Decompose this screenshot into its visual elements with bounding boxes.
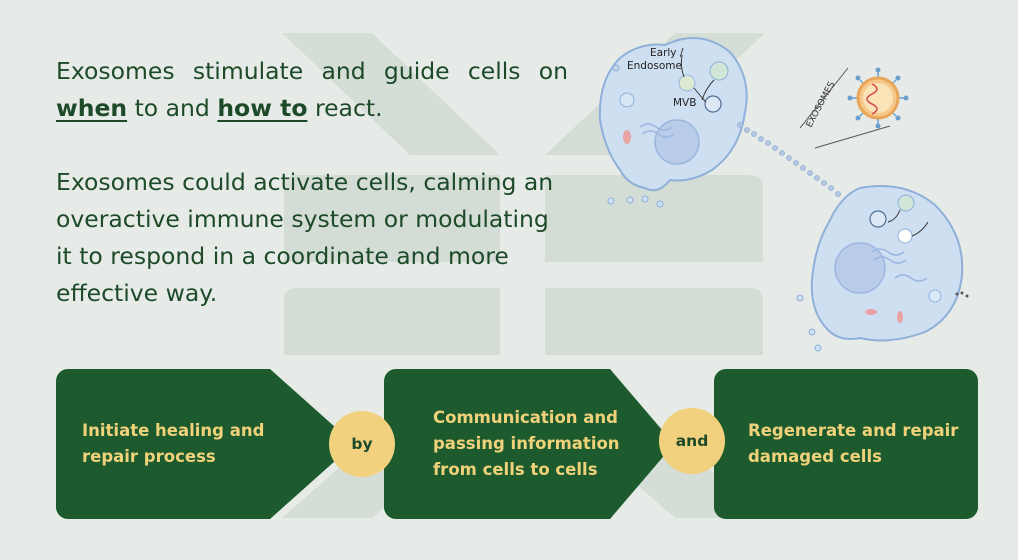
intro-mid-text: to and <box>127 94 218 122</box>
exosome-cell-illustration: Early / Endosome MVB EXOSOMES <box>598 36 969 352</box>
flow-step-2-text: Communication and passing information fr… <box>433 408 620 479</box>
mvb-label: MVB <box>673 97 696 109</box>
flow-step-3-text: Regenerate and repair damaged cells <box>748 421 959 466</box>
intro-line1: Exosomes stimulate and guide cells on <box>56 57 568 85</box>
receiving-cell <box>796 185 969 352</box>
early-endosome-label-1: Early / <box>650 47 684 59</box>
flow-step-regenerate: Regenerate and repair damaged cells <box>714 369 978 519</box>
intro-paragraph-2: Exosomes could activate cells, calming a… <box>56 168 554 307</box>
exosome-particle-icon <box>847 67 909 129</box>
connector-by: by <box>329 411 395 477</box>
exosomes-label: EXOSOMES <box>805 80 838 129</box>
intro-paragraph-1: Exosomes stimulate and guide cells on wh… <box>56 53 568 127</box>
early-endosome-label-2: Endosome <box>627 60 682 72</box>
flow-step-communication: Communication and passing information fr… <box>384 369 674 519</box>
intro-end-text: react. <box>307 94 383 122</box>
when-emphasis: when <box>56 94 128 122</box>
flow-step-1-text: Initiate healing and repair process <box>82 421 265 466</box>
connector-and: and <box>659 408 725 474</box>
secreting-cell: Early / Endosome MVB <box>598 36 748 208</box>
exosome-trail <box>737 122 841 197</box>
how-to-emphasis: how to <box>217 94 308 122</box>
